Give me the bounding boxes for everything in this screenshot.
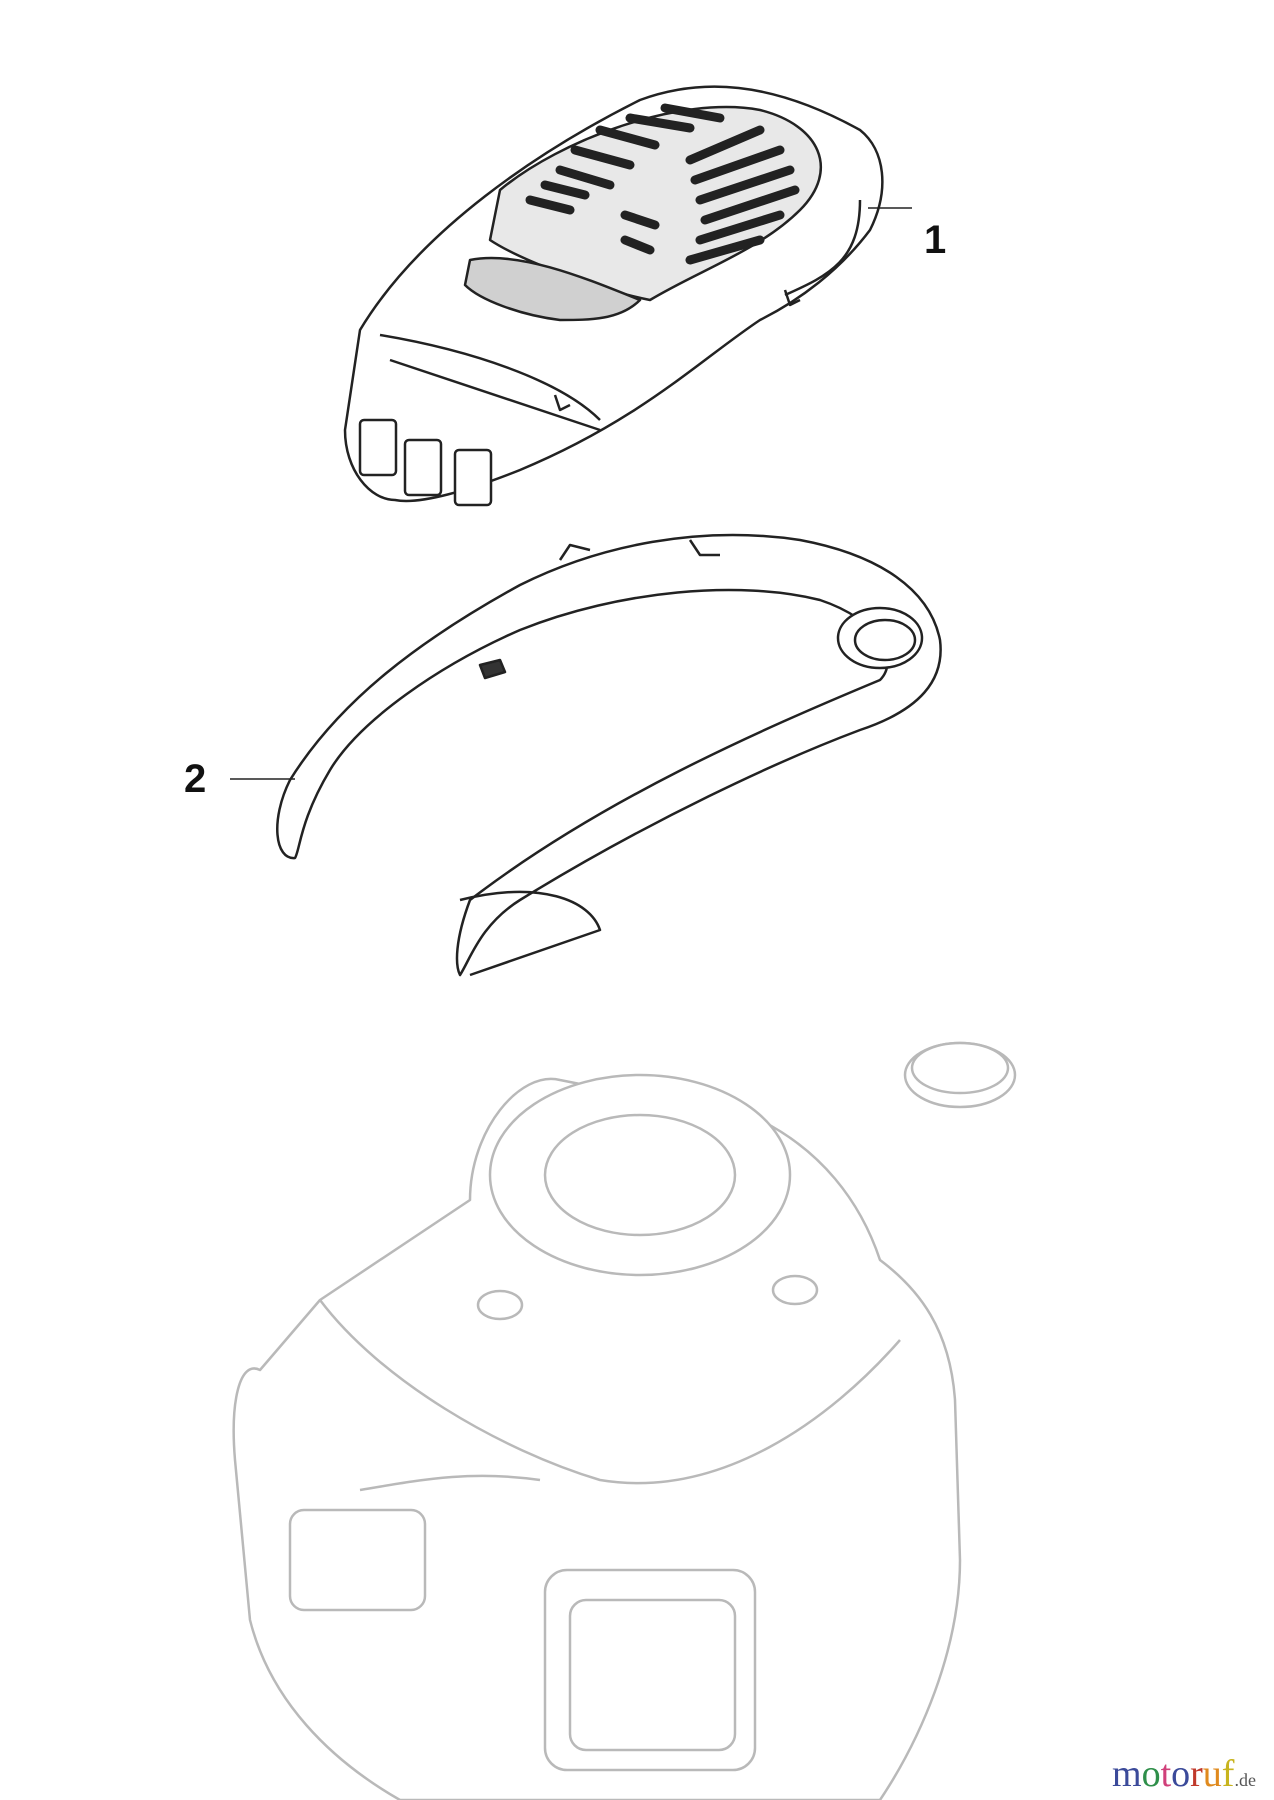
callout-number-2: 2 (184, 757, 207, 801)
callout-number-1: 1 (924, 218, 947, 262)
watermark-letter: o (1141, 1753, 1161, 1795)
watermark-letter: o (1171, 1753, 1191, 1795)
watermark-suffix: .de (1234, 1770, 1256, 1790)
watermark-letter: u (1202, 1753, 1222, 1795)
watermark-letter: m (1112, 1753, 1142, 1795)
shroud-part-2 (276, 533, 942, 977)
watermark-letter: f (1221, 1753, 1235, 1795)
watermark-letter: r (1190, 1753, 1203, 1795)
engine (232, 1041, 1017, 1800)
watermark-logo: motoruf.de (1112, 1752, 1256, 1796)
cover-part-1 (343, 85, 884, 507)
watermark-letter: t (1160, 1753, 1172, 1795)
